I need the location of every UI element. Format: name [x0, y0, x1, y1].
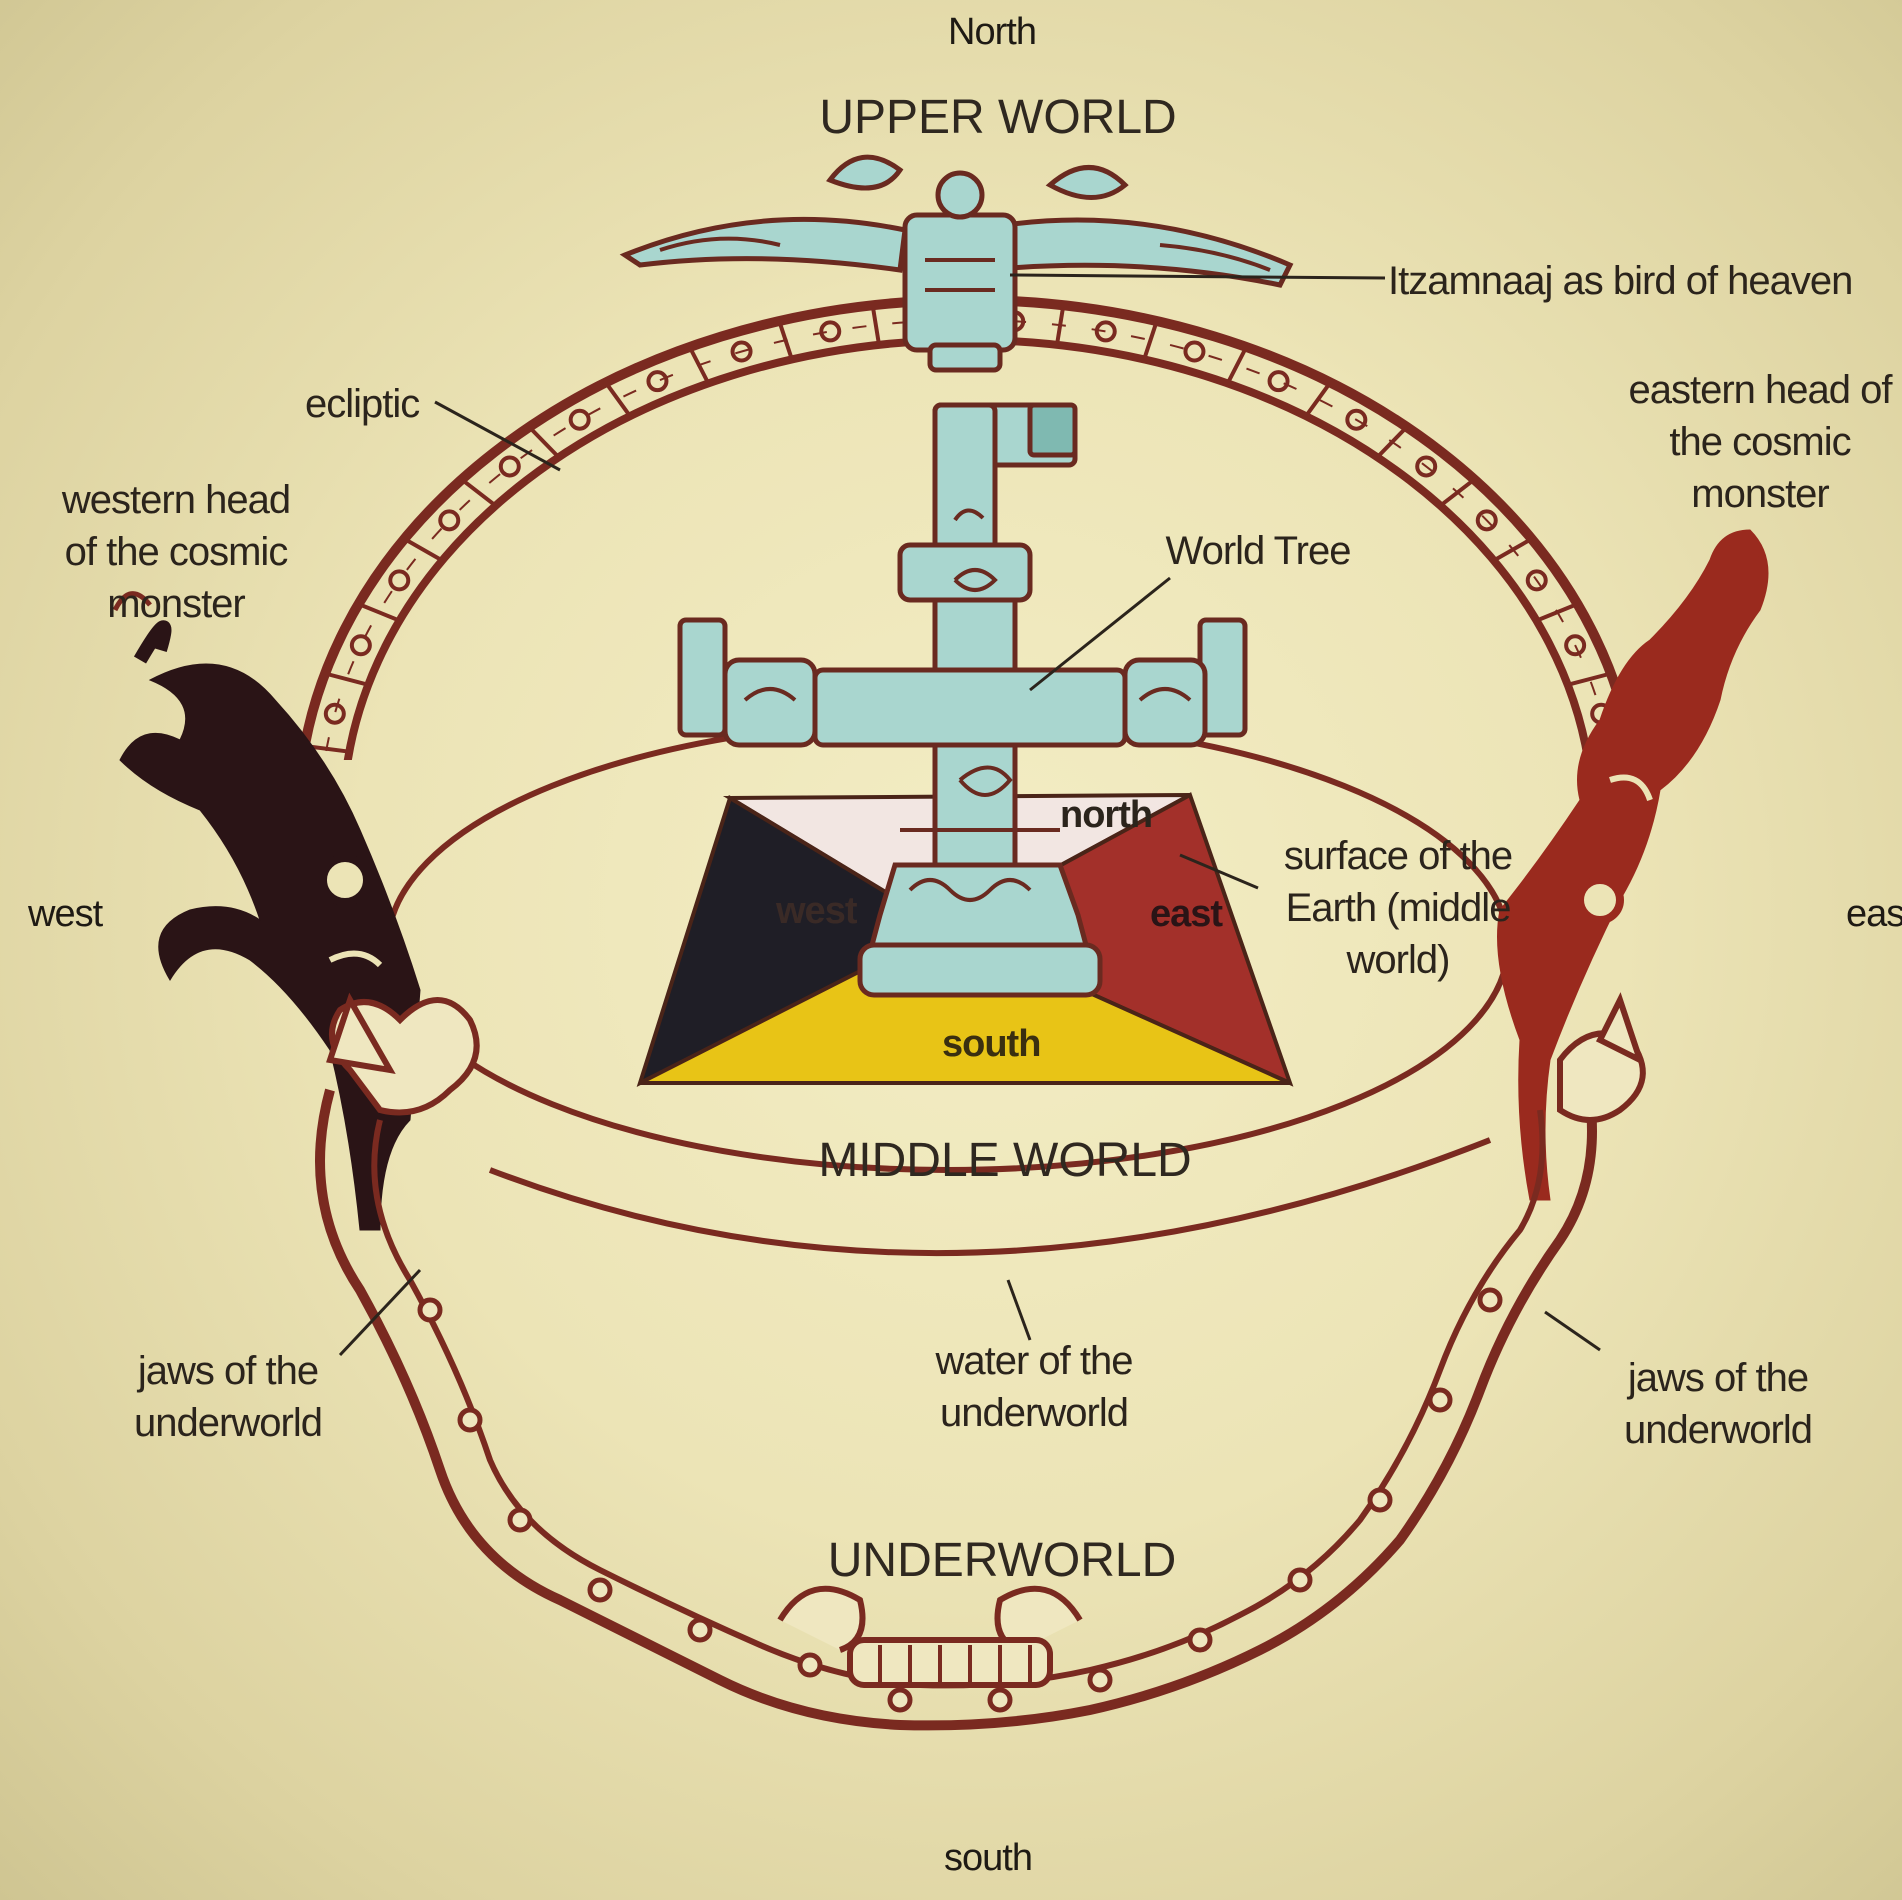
surface-label-2: Earth (middle: [1285, 886, 1512, 930]
jaws-left-leader: [338, 1268, 422, 1357]
quadrant-south-label: south: [942, 1023, 1041, 1065]
band-glyph: [1267, 370, 1290, 393]
jaw-bead: [587, 1577, 613, 1603]
water-label-1: water of the: [935, 1339, 1133, 1383]
itzamnaaj-bird: [619, 154, 1294, 373]
jaw-bead: [797, 1652, 823, 1678]
world-tree-leader: [1029, 576, 1171, 692]
compass-south: south: [944, 1837, 1033, 1879]
band-divider: [460, 477, 497, 508]
band-glyph: [568, 408, 591, 431]
western-head-label-2: of the cosmic: [64, 530, 289, 574]
jaw-bead: [1087, 1667, 1113, 1693]
band-divider: [1304, 381, 1332, 418]
quadrant-north-label: north: [1060, 794, 1153, 836]
ecliptic-leader: [434, 400, 561, 472]
band-divider: [687, 346, 711, 385]
band-divider: [527, 425, 561, 459]
jaw-bead: [1187, 1627, 1213, 1653]
band-divider: [1054, 304, 1066, 346]
band-glyph: [1183, 340, 1206, 363]
jaw-bead: [507, 1507, 533, 1533]
jaw-bead: [1427, 1387, 1453, 1413]
water-label-2: underworld: [940, 1391, 1129, 1435]
band-glyph: [349, 634, 372, 657]
upper-world-title: UPPER WORLD: [819, 91, 1177, 144]
band-divider: [777, 320, 794, 361]
band-glyph: [498, 455, 521, 478]
band-glyph: [323, 702, 346, 725]
compass-north: North: [948, 11, 1037, 53]
earth-surface-quadrants: [636, 792, 1294, 1087]
band-divider: [604, 381, 632, 418]
band-glyph: [1525, 569, 1548, 592]
jaw-bead: [887, 1687, 913, 1713]
band-glyph: [730, 340, 753, 363]
band-divider: [1567, 671, 1612, 687]
eastern-head-label-2: the cosmic: [1669, 420, 1851, 464]
band-divider: [357, 602, 401, 623]
eastern-monster: [1497, 529, 1769, 1201]
itzamnaaj-leader-line: [1009, 273, 1386, 280]
jaws-left-label-1: jaws of the: [137, 1349, 319, 1393]
band-glyph: [646, 370, 669, 393]
band-divider: [1492, 537, 1533, 563]
band-divider: [403, 537, 444, 563]
compass-east: eas: [1846, 893, 1902, 935]
jaw-bead: [457, 1407, 483, 1433]
jaw-bead: [1477, 1287, 1503, 1313]
jaws-right-leader: [1544, 1310, 1601, 1352]
band-glyph: [1094, 320, 1117, 343]
underworld-title: UNDERWORLD: [827, 1534, 1177, 1587]
band-glyph: [1564, 634, 1587, 657]
band-glyph: [388, 569, 411, 592]
eastern-head-label-3: monster: [1691, 472, 1829, 516]
water-line: [488, 1137, 1492, 1257]
band-glyph: [438, 509, 461, 532]
band-glyph: [1475, 509, 1498, 532]
eastern-head-label-1: eastern head of: [1628, 368, 1893, 412]
band-divider: [1225, 346, 1249, 385]
band-divider: [1535, 602, 1579, 623]
quadrant-east-label: east: [1150, 893, 1223, 935]
band-divider: [1439, 477, 1476, 508]
western-head-label-1: western head: [61, 478, 291, 522]
itzamnaaj-label: Itzamnaaj as bird of heaven: [1388, 259, 1853, 303]
compass-west: west: [28, 893, 103, 935]
quadrant-south-shape: [639, 925, 1291, 1085]
ecliptic-label: ecliptic: [305, 382, 420, 426]
jaws-left-label-2: underworld: [134, 1401, 323, 1445]
western-head-label-3: monster: [107, 582, 245, 626]
jaws-right-label-2: underworld: [1624, 1408, 1813, 1452]
water-leader: [1006, 1279, 1032, 1341]
band-divider: [1375, 425, 1409, 459]
band-glyph: [1345, 408, 1368, 431]
band-glyph: [1415, 455, 1438, 478]
underworld-jaws: [315, 992, 1646, 1731]
western-monster: [112, 591, 421, 1231]
band-divider: [870, 304, 882, 346]
surface-label-1: surface of the: [1283, 834, 1513, 878]
middle-world-title: MIDDLE WORLD: [818, 1134, 1192, 1187]
world-tree-label: World Tree: [1165, 529, 1352, 573]
surface-leader: [1179, 853, 1259, 890]
world-tree: [677, 402, 1248, 998]
jaws-right-label-1: jaws of the: [1627, 1356, 1809, 1400]
jaw-bead: [987, 1687, 1013, 1713]
jaw-bead: [1367, 1487, 1393, 1513]
surface-label-3: world): [1346, 938, 1451, 982]
jaw-bead: [1287, 1567, 1313, 1593]
band-glyph: [819, 320, 842, 343]
quadrant-west-label: west: [776, 890, 857, 932]
band-divider: [324, 671, 369, 687]
band-divider: [1142, 320, 1159, 361]
jaw-bead: [417, 1297, 443, 1323]
jaw-bead: [687, 1617, 713, 1643]
leader-lines: [338, 400, 1601, 1357]
